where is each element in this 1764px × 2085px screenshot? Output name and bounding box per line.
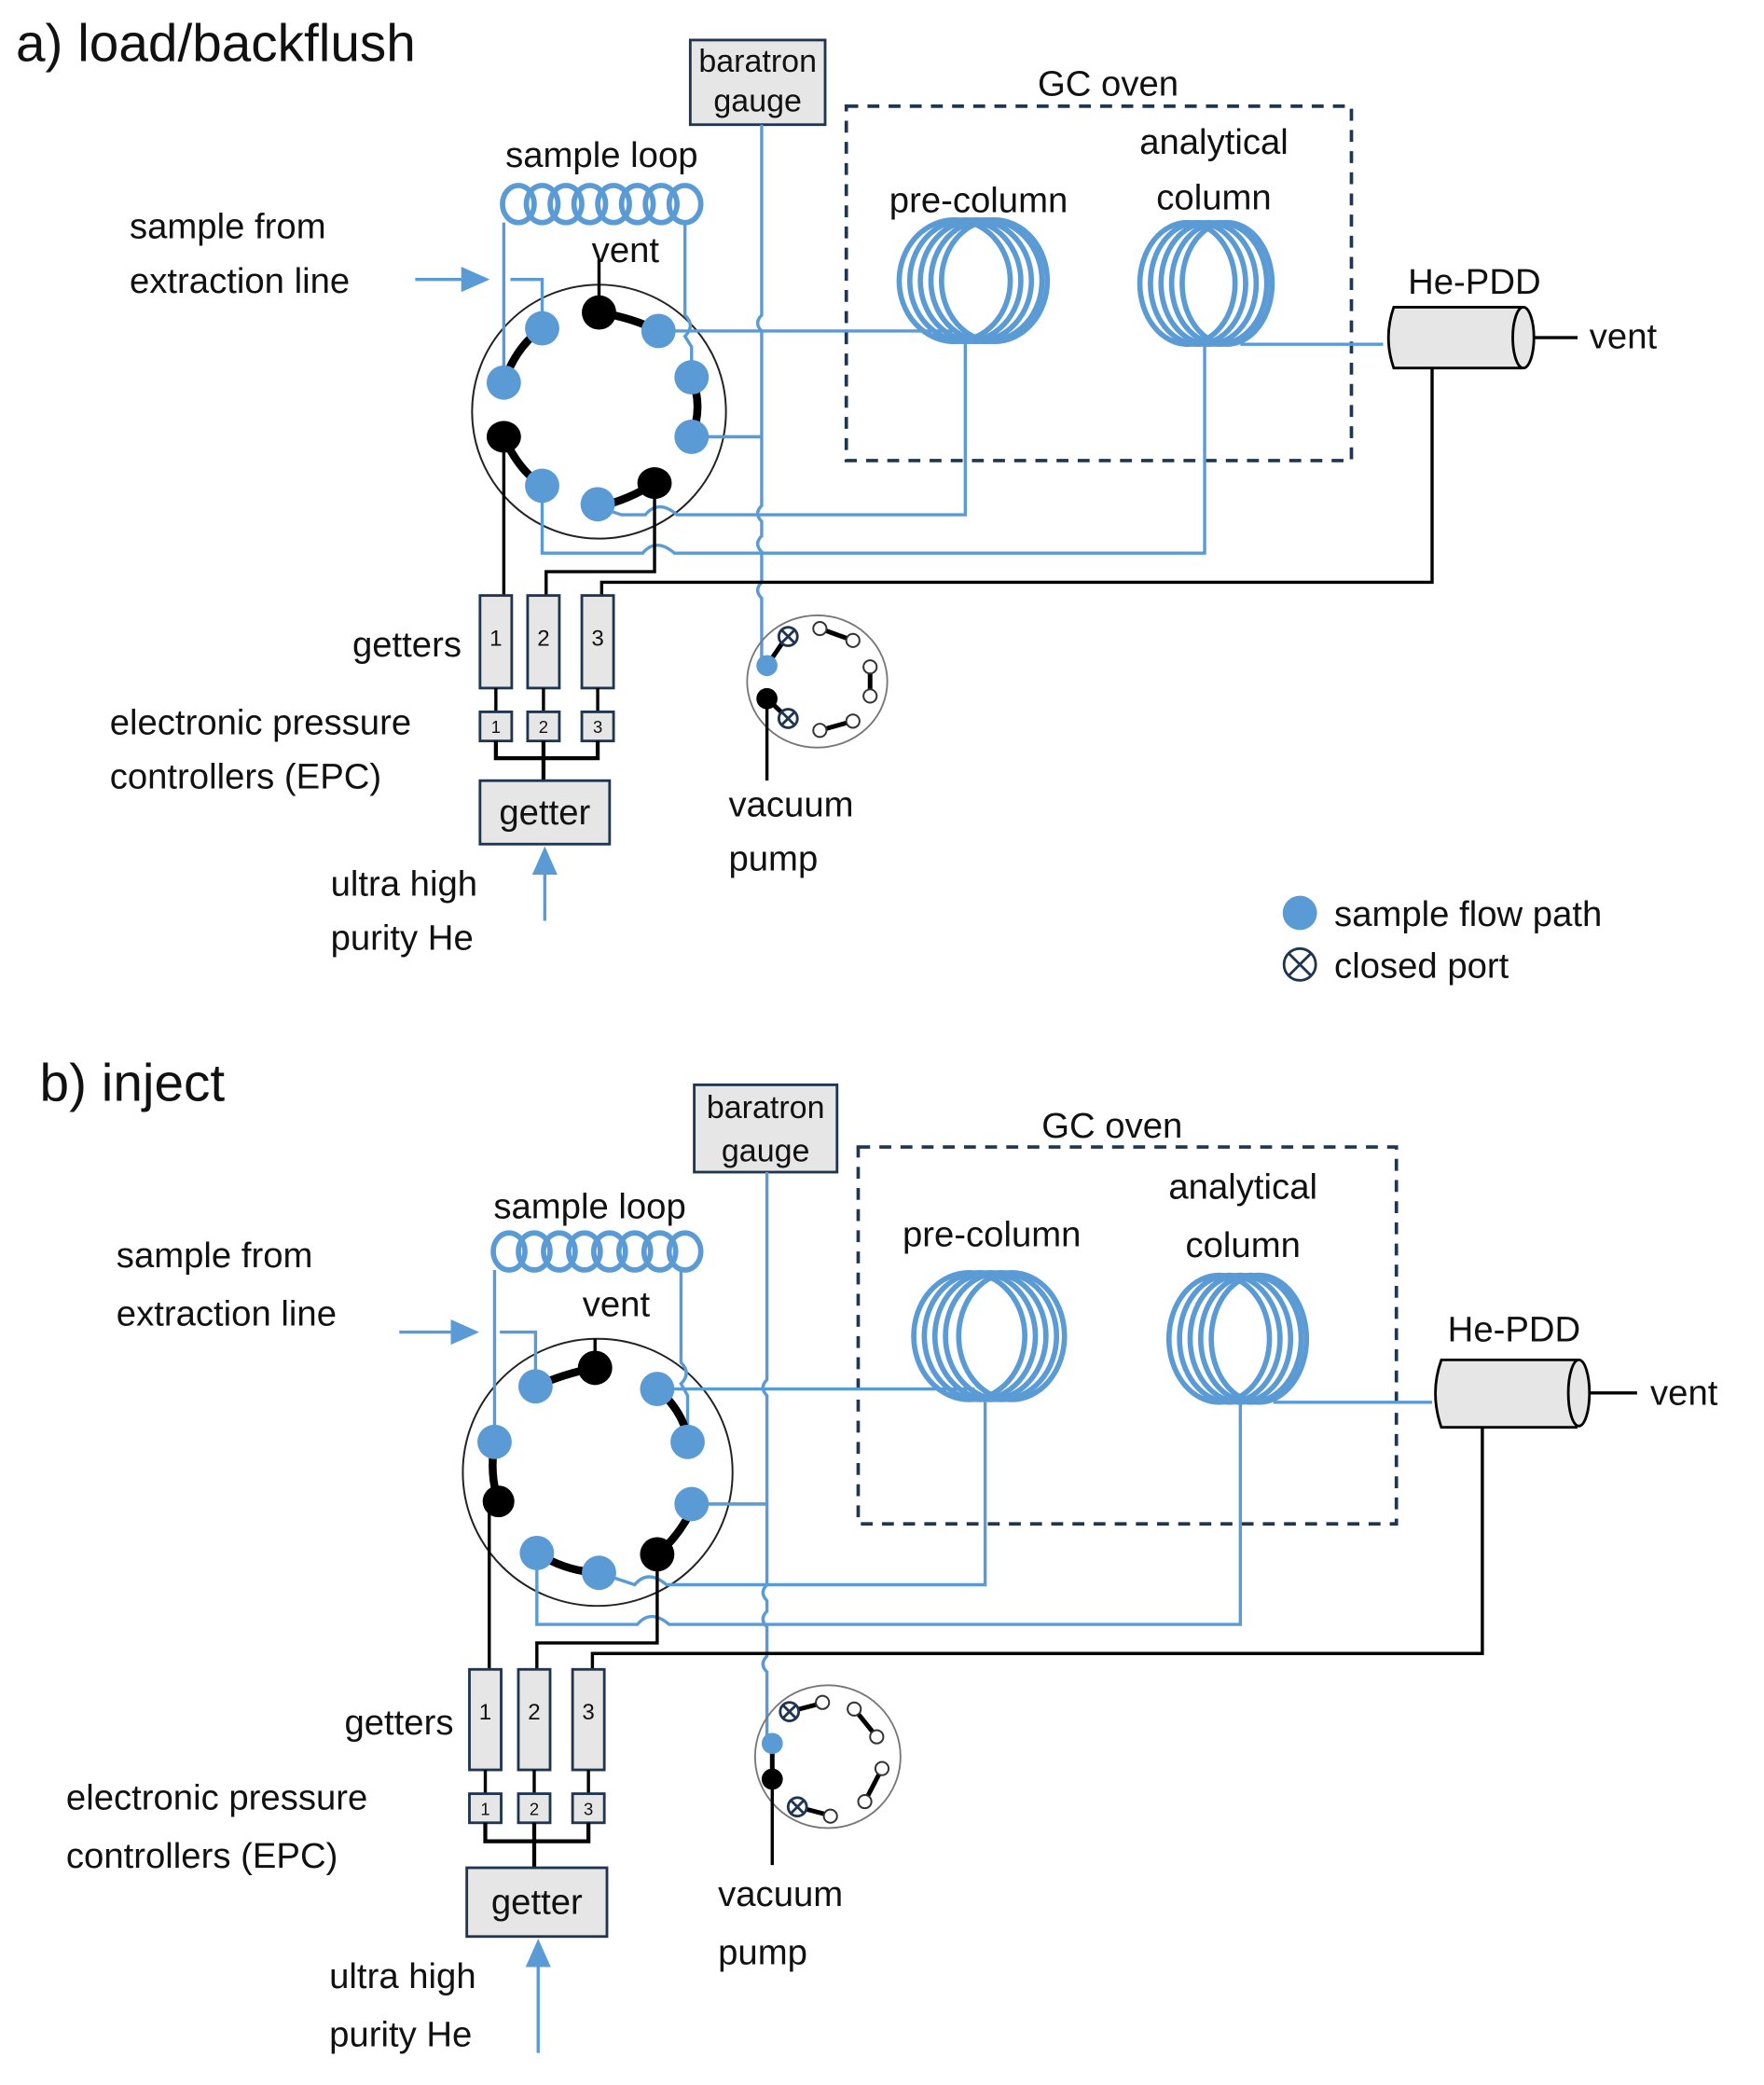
main-valve-b: [462, 1269, 1484, 1670]
epc-3-number: 3: [584, 1799, 593, 1818]
he-label-2: purity He: [329, 2014, 472, 2054]
gc-oven-boundary: [856, 1145, 1399, 1526]
analytical-column-coil-icon: [1137, 219, 1275, 347]
baratron-label-1: baratron: [707, 1090, 825, 1125]
epc-2: [526, 711, 561, 743]
getters-group: 1 2 3 1 2 3 getter: [465, 1667, 609, 1939]
pump-label-2: pump: [718, 1933, 807, 1973]
he-pdd-detector: [1386, 306, 1578, 370]
epc-label-2: controllers (EPC): [110, 757, 381, 797]
legend: sample flow path closed port: [1282, 894, 1602, 987]
getter-2: [526, 594, 561, 690]
epc-2-number: 2: [539, 717, 548, 737]
epc-1: [478, 711, 514, 743]
sample-loop-label: sample loop: [493, 1187, 685, 1227]
he-label-1: ultra high: [329, 1956, 475, 1996]
epc-1-number: 1: [491, 717, 501, 737]
baratron-label-2: gauge: [713, 84, 802, 119]
panel-a-title: a) load/backflush: [16, 15, 416, 74]
baratron-gauge: baratron gauge: [693, 1083, 839, 1174]
getter-1-number: 1: [489, 627, 502, 652]
baratron-label-2: gauge: [722, 1134, 810, 1169]
analytical-column-label-2: column: [1156, 177, 1271, 217]
sample-from-label-2: extraction line: [130, 261, 350, 301]
getters-label: getters: [344, 1703, 453, 1743]
analytical-column-label-1: analytical: [1139, 122, 1289, 162]
gc-oven-label: GC oven: [1041, 1106, 1182, 1146]
sample-loop-coil-icon: [490, 1230, 704, 1273]
getters-label: getters: [352, 625, 462, 665]
pre-column-label: pre-column: [889, 180, 1068, 220]
port-vent: [577, 1350, 613, 1386]
pump-label-1: vacuum: [718, 1874, 843, 1914]
purifier-getter-box: [465, 1866, 609, 1939]
sample-loop-label: sample loop: [505, 135, 697, 175]
getter-box-label: getter: [491, 1883, 583, 1923]
getter-2: [517, 1667, 552, 1772]
getter-box-label: getter: [499, 793, 590, 833]
epc-1-number: 1: [480, 1799, 489, 1818]
analytical-column-label-2: column: [1185, 1225, 1300, 1265]
vacuum-valve-b: [753, 1684, 902, 1866]
gc-oven-label: GC oven: [1038, 64, 1178, 104]
detector-vent-label: vent: [1650, 1374, 1718, 1414]
legend-label-sample-flow: sample flow path: [1334, 894, 1602, 934]
he-label-1: ultra high: [331, 864, 477, 904]
legend-label-closed-port: closed port: [1334, 946, 1509, 987]
getter-1-number: 1: [479, 1700, 491, 1725]
main-valve-a: [471, 222, 1434, 596]
legend-item-sample-flow: sample flow path: [1282, 894, 1602, 934]
baratron-label-1: baratron: [698, 44, 817, 79]
epc-1: [468, 1792, 503, 1825]
legend-item-closed-port: closed port: [1282, 946, 1509, 987]
sample-from-label-1: sample from: [130, 207, 326, 247]
epc-label-1: electronic pressure: [110, 703, 411, 743]
detector-label: He-PDD: [1408, 262, 1541, 302]
getter-3-number: 3: [582, 1700, 594, 1725]
sample-from-label-2: extraction line: [117, 1294, 337, 1334]
analytical-column-coil-icon: [1165, 1272, 1310, 1405]
pre-column-coil-icon: [911, 1269, 1068, 1402]
detector-label: He-PDD: [1448, 1310, 1581, 1350]
getter-3-number: 3: [591, 627, 603, 652]
pre-column-label: pre-column: [903, 1214, 1081, 1254]
getter-3: [571, 1667, 606, 1772]
detector-vent-label: vent: [1590, 316, 1658, 356]
epc-3-number: 3: [593, 717, 602, 737]
valve-vent-label: vent: [592, 230, 660, 270]
getter-2-number: 2: [537, 627, 549, 652]
valve-vent-label: vent: [583, 1285, 651, 1325]
epc-label-1: electronic pressure: [66, 1778, 367, 1818]
epc-2-number: 2: [530, 1799, 539, 1818]
panel-b: b) inject baratron gauge GC oven pre-col…: [40, 1054, 1718, 2054]
pump-label-1: vacuum: [728, 784, 853, 824]
sample-loop-coil-icon: [500, 183, 704, 226]
getters-group: 1 2 3 1 2 3 getter: [478, 594, 615, 846]
vacuum-valve-a: [746, 614, 889, 781]
getter-1: [468, 1667, 503, 1772]
sample-from-label-1: sample from: [117, 1236, 313, 1276]
epc-2: [517, 1792, 552, 1825]
port-vent: [582, 295, 616, 330]
baratron-line: [755, 124, 764, 669]
epc-3: [571, 1792, 606, 1825]
purifier-getter-box: [478, 779, 612, 846]
pre-column-coil-icon: [896, 216, 1051, 345]
panel-a: a) load/backflush baratron gauge GC oven…: [16, 15, 1657, 987]
epc-label-2: controllers (EPC): [66, 1836, 338, 1876]
panel-b-title: b) inject: [40, 1054, 226, 1112]
analytical-column-label-1: analytical: [1168, 1167, 1317, 1207]
he-label-2: purity He: [331, 918, 474, 959]
getter-3: [580, 594, 615, 690]
pump-label-2: pump: [728, 839, 818, 879]
he-pdd-detector: [1434, 1358, 1637, 1429]
gc-oven-boundary: [844, 104, 1354, 463]
baratron-gauge: baratron gauge: [688, 38, 827, 127]
getter-2-number: 2: [528, 1700, 540, 1725]
baratron-line: [761, 1171, 769, 1744]
filled-blue-circle-icon: [1282, 895, 1317, 931]
